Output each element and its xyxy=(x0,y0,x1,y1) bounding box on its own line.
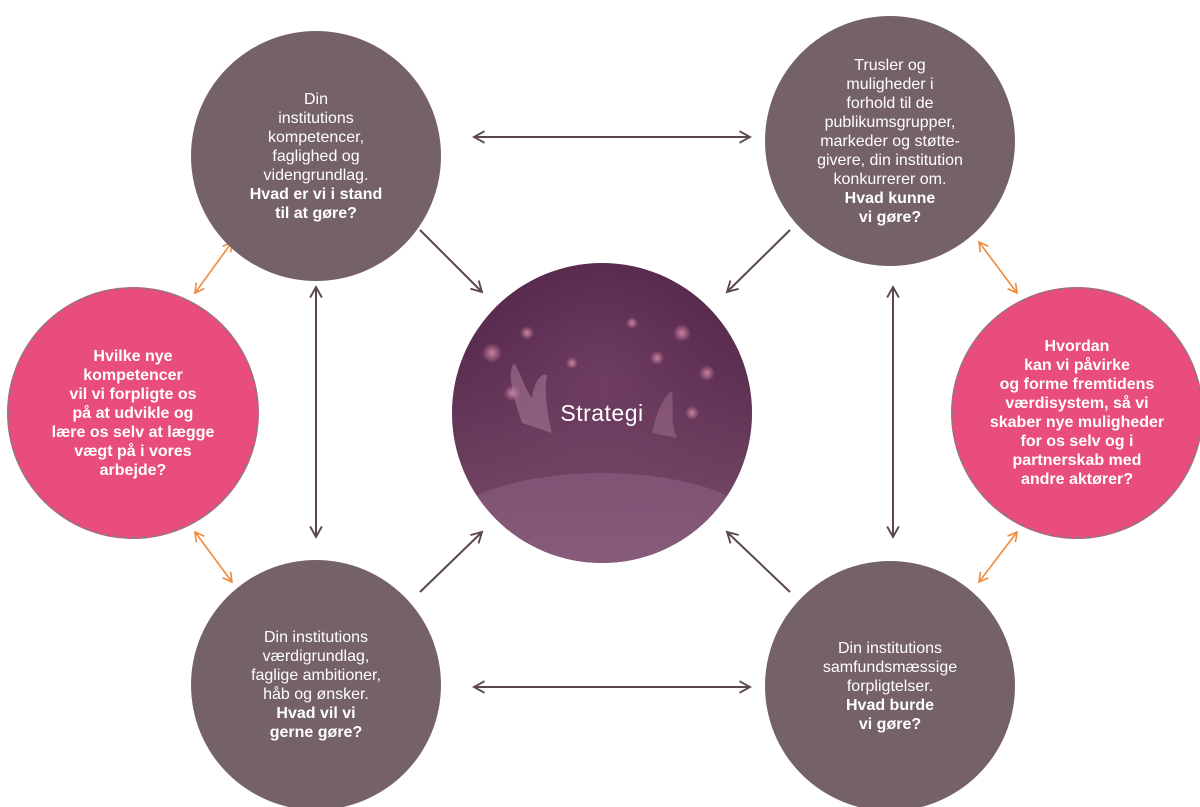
node-values-question: Hvad vil vi gerne gøre? xyxy=(269,705,363,741)
crowd-photo-texture xyxy=(452,263,752,563)
node-social-obligations: Din institutions samfundsmæssige forplig… xyxy=(765,561,1015,807)
orange-arrow-right-bottom xyxy=(978,530,1018,584)
orange-arrow-right-top xyxy=(978,240,1018,295)
node-threats-opportunities-text: Trusler og muligheder i forhold til de p… xyxy=(817,56,963,188)
node-threats-opportunities: Trusler og muligheder i forhold til de p… xyxy=(765,16,1015,266)
node-future-values-question: Hvordan kan vi påvirke og forme fremtide… xyxy=(951,287,1200,539)
node-values: Din institutions værdigrundlag, faglige … xyxy=(191,560,441,807)
orange-arrow-left-bottom xyxy=(194,530,233,584)
node-new-competencies-question: Hvilke nye kompetencer vil vi forpligte … xyxy=(7,287,259,539)
node-competencies-question: Hvad er vi i stand til at gøre? xyxy=(249,185,383,222)
node-competencies-text: Din institutions kompetencer, faglighed … xyxy=(263,90,369,184)
node-social-obligations-question: Hvad burde vi gøre? xyxy=(845,696,934,733)
node-social-obligations-text: Din institutions samfundsmæssige forplig… xyxy=(822,639,958,695)
strategy-center-circle: Strategi xyxy=(452,263,752,563)
node-values-text: Din institutions værdigrundlag, faglige … xyxy=(251,629,381,703)
strategy-label: Strategi xyxy=(560,399,644,426)
node-threats-opportunities-question: Hvad kunne vi gøre? xyxy=(844,189,936,226)
node-new-competencies-text: Hvilke nye kompetencer vil vi forpligte … xyxy=(51,347,215,479)
orange-arrow-left-top xyxy=(194,240,233,295)
node-future-values-text: Hvordan kan vi påvirke og forme fremtide… xyxy=(989,338,1165,488)
node-competencies: Din institutions kompetencer, faglighed … xyxy=(191,31,441,281)
